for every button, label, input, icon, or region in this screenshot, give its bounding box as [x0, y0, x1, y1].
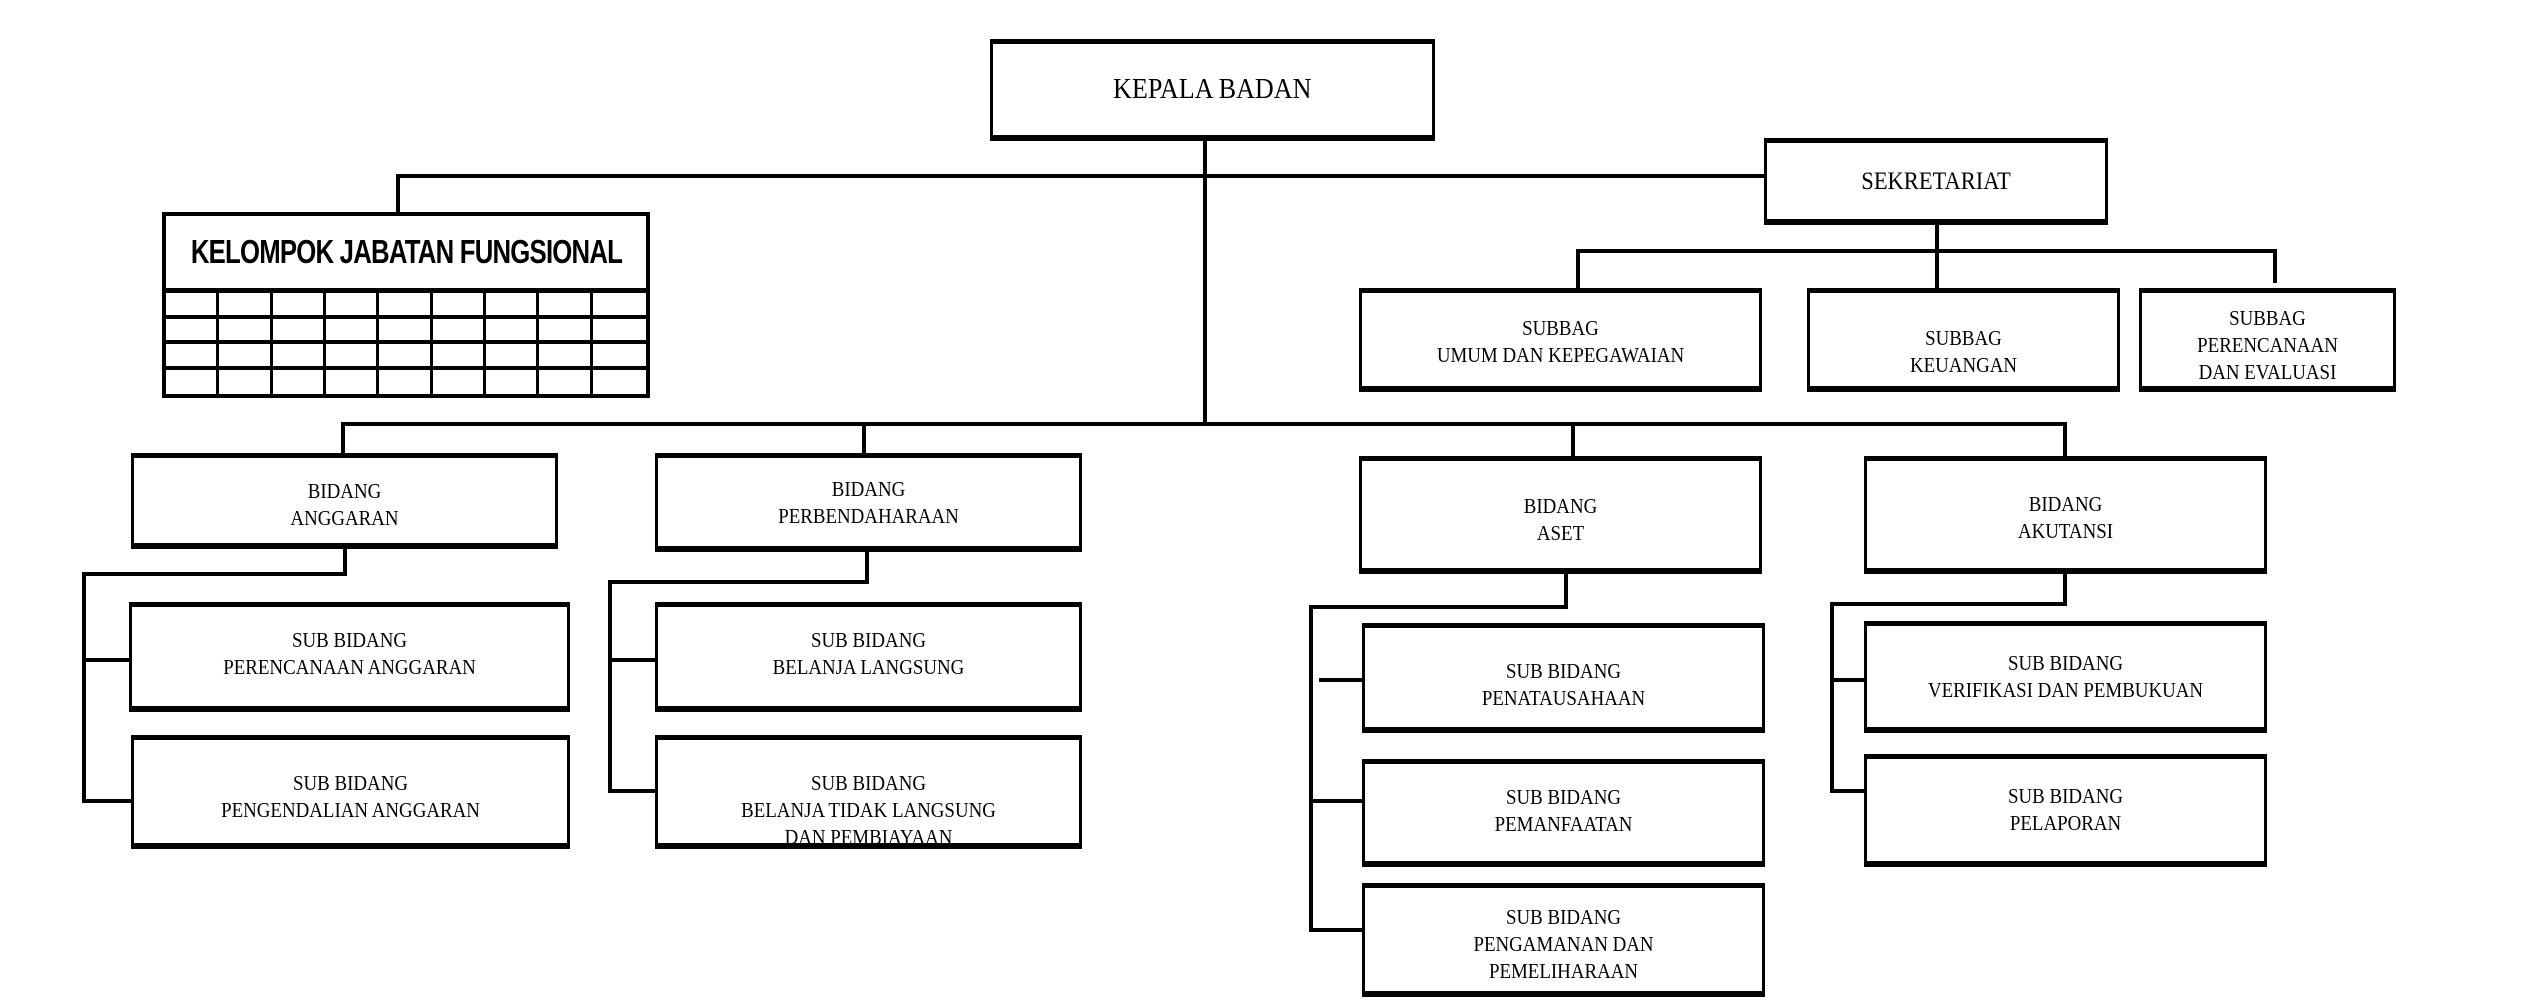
box-label-line: BIDANG: [307, 479, 382, 503]
head-label: KEPALA BADAN: [1113, 73, 1312, 105]
connector-functional-secretariat: [396, 174, 1764, 212]
box-label-line: SUB BIDANG: [2007, 784, 2123, 808]
box-label-line: BIDANG: [831, 477, 906, 501]
connector-aset-subs: [1309, 574, 1568, 932]
connector-divisions-bus: [341, 422, 2067, 456]
box-label-line: DAN PEMBIAYAAN: [784, 825, 953, 849]
bidang-anggaran-box[interactable]: BIDANG ANGGARAN: [131, 453, 558, 549]
box-label-line: BELANJA LANGSUNG: [772, 655, 965, 679]
box-label-line: UMUM DAN KEPEGAWAIAN: [1436, 343, 1685, 367]
secretariat-box[interactable]: SEKRETARIAT: [1764, 138, 2108, 225]
functional-group-label: KELOMPOK JABATAN FUNGSIONAL: [190, 233, 622, 270]
secretariat-label: SEKRETARIAT: [1861, 167, 2011, 195]
box-label-line: PERBENDAHARAAN: [778, 504, 959, 528]
sub-bidang-pelaporan-box[interactable]: SUB BIDANG PELAPORAN: [1864, 754, 2267, 867]
box-label-line: SUB BIDANG: [1505, 659, 1621, 683]
bidang-perbendaharaan-box[interactable]: BIDANG PERBENDAHARAAN: [655, 453, 1082, 552]
box-label-line: SUB BIDANG: [1505, 905, 1621, 929]
sub-bidang-belanja-tidak-langsung-box[interactable]: SUB BIDANG BELANJA TIDAK LANGSUNG DAN PE…: [655, 735, 1082, 849]
sub-bidang-penatausahaan-box[interactable]: SUB BIDANG PENATAUSAHAAN: [1362, 623, 1765, 733]
sub-bidang-perencanaan-anggaran-box[interactable]: SUB BIDANG PERENCANAAN ANGGARAN: [129, 602, 570, 712]
sub-bidang-verifikasi-box[interactable]: SUB BIDANG VERIFIKASI DAN PEMBUKUAN: [1864, 621, 2267, 733]
box-label-line: SUBBAG: [1925, 326, 2002, 350]
box-label-line: DAN EVALUASI: [2198, 360, 2337, 384]
subbag-keuangan-box[interactable]: SUBBAG KEUANGAN: [1807, 288, 2120, 392]
connector-akutansi-subs: [1830, 574, 2067, 793]
box-label-line: SUBBAG: [2229, 306, 2306, 330]
box-label-line: SUBBAG: [1522, 316, 1599, 340]
functional-group-box[interactable]: KELOMPOK JABATAN FUNGSIONAL: [162, 212, 650, 398]
box-label-line: PENGENDALIAN ANGGARAN: [221, 798, 480, 822]
box-label-line: PEMANFAATAN: [1494, 812, 1633, 836]
box-label-line: SUB BIDANG: [291, 628, 407, 652]
sub-bidang-pengamanan-box[interactable]: SUB BIDANG PENGAMANAN DAN PEMELIHARAAN: [1362, 883, 1765, 997]
box-label-line: PERENCANAAN ANGGARAN: [223, 655, 476, 679]
box-label-line: ASET: [1536, 521, 1585, 545]
box-label-line: BIDANG: [1523, 494, 1598, 518]
box-label-line: PENATAUSAHAAN: [1481, 686, 1646, 710]
box-label-line: SUB BIDANG: [2007, 651, 2123, 675]
connector-secretariat-subunits: [1576, 225, 2277, 288]
subbag-umum-box[interactable]: SUBBAG UMUM DAN KEPEGAWAIAN: [1359, 288, 1762, 392]
head-box[interactable]: KEPALA BADAN: [990, 39, 1435, 141]
box-label-line: VERIFIKASI DAN PEMBUKUAN: [1927, 678, 2204, 702]
connector-perbendaharaan-subs: [608, 552, 869, 793]
box-label-line: SUB BIDANG: [1505, 785, 1621, 809]
box-label-line: PENGAMANAN DAN: [1473, 932, 1654, 956]
functional-group-grid: [166, 293, 646, 395]
box-label-line: ANGGARAN: [290, 506, 399, 530]
connector-anggaran-subs: [82, 549, 347, 803]
box-label-line: AKUTANSI: [2017, 519, 2114, 543]
bidang-aset-box[interactable]: BIDANG ASET: [1359, 456, 1762, 574]
sub-bidang-pemanfaatan-box[interactable]: SUB BIDANG PEMANFAATAN: [1362, 759, 1765, 867]
box-label-line: SUB BIDANG: [292, 771, 408, 795]
box-label-line: PEMELIHARAAN: [1488, 959, 1639, 983]
box-label-line: KEUANGAN: [1909, 353, 2018, 377]
box-label-line: BELANJA TIDAK LANGSUNG: [741, 798, 996, 822]
box-label-line: PELAPORAN: [2009, 811, 2122, 835]
bidang-akutansi-box[interactable]: BIDANG AKUTANSI: [1864, 456, 2267, 574]
box-label-line: PERENCANAAN: [2197, 333, 2338, 357]
box-label-line: SUB BIDANG: [810, 628, 926, 652]
sub-bidang-belanja-langsung-box[interactable]: SUB BIDANG BELANJA LANGSUNG: [655, 602, 1082, 712]
subbag-perencanaan-box[interactable]: SUBBAG PERENCANAAN DAN EVALUASI: [2139, 288, 2396, 392]
box-label-line: BIDANG: [2028, 492, 2103, 516]
box-label-line: SUB BIDANG: [810, 771, 926, 795]
sub-bidang-pengendalian-anggaran-box[interactable]: SUB BIDANG PENGENDALIAN ANGGARAN: [131, 735, 570, 849]
